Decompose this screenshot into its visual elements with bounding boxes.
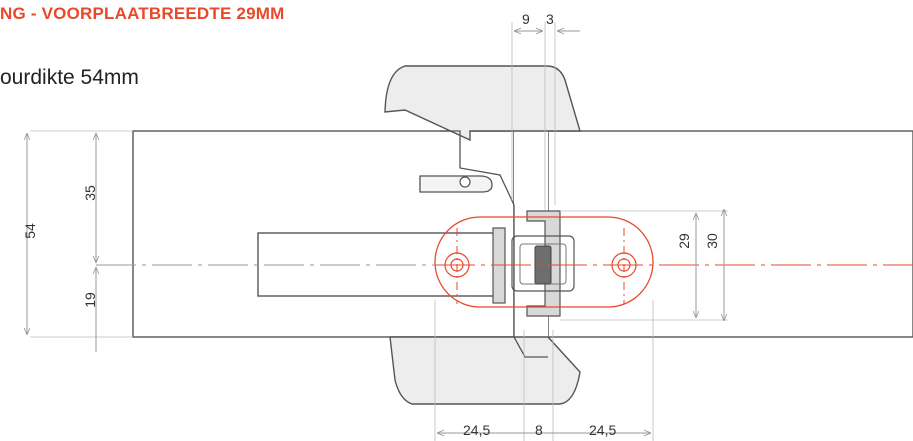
cylinder-housing [511, 235, 575, 292]
bottom-profile [389, 336, 581, 405]
dim-label-30: 30 [703, 233, 720, 249]
dim-label-bottom-left: 24,5 [463, 422, 491, 438]
keeper [526, 210, 561, 317]
weatherstrip [419, 175, 493, 193]
subtitle: ourdikte 54mm [0, 66, 139, 89]
top-profile [384, 65, 581, 142]
dim-label-35: 35 [81, 185, 98, 201]
dim-label-54: 54 [21, 223, 38, 239]
weatherstrip-hole [459, 176, 471, 188]
frame-gap [514, 131, 548, 337]
dim-label-bottom-mid: 8 [535, 422, 543, 438]
dim-label-19: 19 [81, 292, 98, 308]
title: NG - VOORPLAATBREEDTE 29MM [0, 4, 285, 23]
dim-label-3: 3 [546, 11, 554, 27]
door-right-panel [547, 130, 913, 338]
dim-label-9: 9 [522, 11, 530, 27]
rebate-edge [440, 130, 548, 358]
slot-outline [434, 216, 654, 308]
dim-label-29: 29 [675, 233, 692, 249]
dim-label-bottom-right: 24,5 [589, 422, 617, 438]
